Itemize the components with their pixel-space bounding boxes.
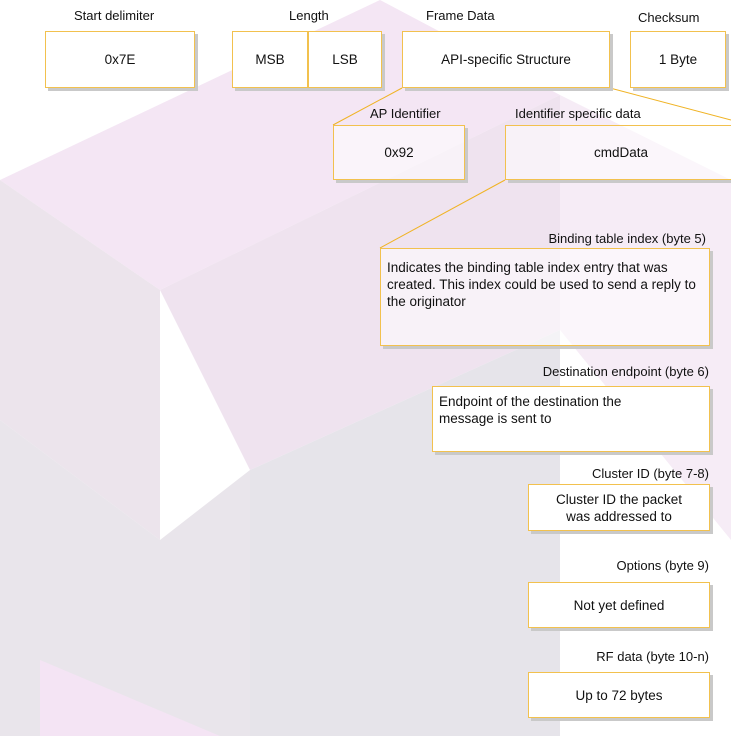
frame-data-box: API-specific Structure — [402, 31, 610, 88]
ap-identifier-label: AP Identifier — [370, 106, 441, 121]
start-delimiter-value: 0x7E — [104, 52, 136, 67]
binding-table-index-label: Binding table index (byte 5) — [548, 231, 706, 246]
ap-identifier-value: 0x92 — [384, 145, 414, 160]
binding-table-index-description: Indicates the binding table index entry … — [387, 260, 696, 309]
destination-endpoint-description: Endpoint of the destination the message … — [439, 394, 622, 426]
options-description: Not yet defined — [573, 597, 665, 613]
start-delimiter-box: 0x7E — [45, 31, 195, 88]
ap-identifier-box: 0x92 — [333, 125, 465, 180]
checksum-value: 1 Byte — [658, 52, 698, 67]
frame-data-value: API-specific Structure — [441, 52, 571, 67]
length-lsb-value: LSB — [332, 52, 358, 67]
length-label: Length — [289, 8, 329, 23]
cmddata-box: cmdData — [505, 125, 731, 180]
checksum-box: 1 Byte — [630, 31, 726, 88]
cluster-id-description: Cluster ID the packet was addressed to — [555, 491, 683, 524]
length-msb-box: MSB — [232, 31, 308, 88]
options-box: Not yet defined — [528, 582, 710, 628]
length-lsb-box: LSB — [308, 31, 382, 88]
cmddata-value: cmdData — [593, 145, 649, 160]
rf-data-label: RF data (byte 10-n) — [596, 649, 709, 664]
binding-table-index-box: Indicates the binding table index entry … — [380, 248, 710, 346]
cluster-id-box: Cluster ID the packet was addressed to — [528, 484, 710, 531]
length-msb-value: MSB — [255, 52, 285, 67]
rf-data-box: Up to 72 bytes — [528, 672, 710, 718]
frame-data-label: Frame Data — [426, 8, 495, 23]
destination-endpoint-box: Endpoint of the destination the message … — [432, 386, 710, 452]
options-label: Options (byte 9) — [616, 558, 710, 573]
rf-data-description: Up to 72 bytes — [575, 687, 663, 703]
start-delimiter-label: Start delimiter — [74, 8, 155, 23]
destination-endpoint-label: Destination endpoint (byte 6) — [542, 364, 709, 379]
checksum-label: Checksum — [638, 10, 700, 25]
identifier-specific-label: Identifier specific data — [515, 106, 641, 121]
cluster-id-label: Cluster ID (byte 7-8) — [591, 466, 709, 481]
